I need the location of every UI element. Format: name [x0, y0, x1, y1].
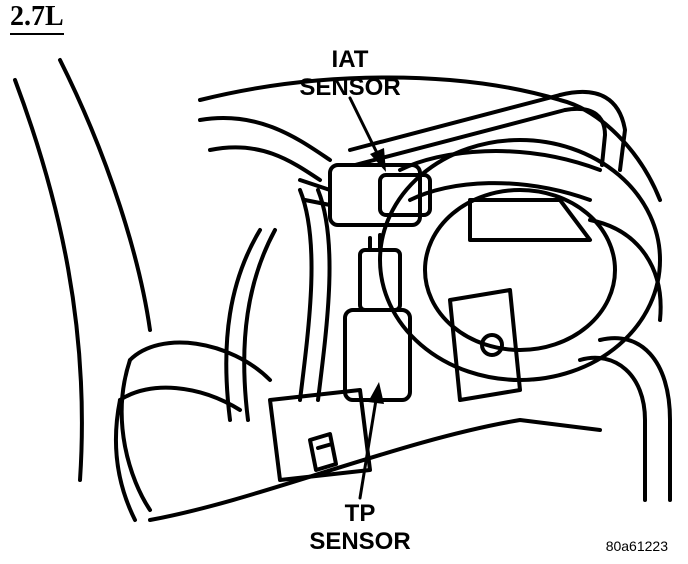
mounting-bracket — [448, 288, 522, 402]
lower-frame — [148, 418, 602, 522]
tp-callout-line2: SENSOR — [309, 528, 411, 555]
tp-sensor-leads — [368, 233, 382, 252]
engine-label: 2.7L — [10, 2, 64, 35]
lower-bolt — [308, 432, 338, 472]
iat-sensor-leads — [298, 178, 332, 207]
fan-shroud-edge — [588, 218, 663, 322]
hood-edge-left — [13, 58, 152, 482]
iat-sensor-body — [328, 163, 422, 227]
iat-leader-line — [348, 96, 380, 157]
iat-callout-line1: IAT — [331, 46, 369, 73]
intake-hose-upper — [198, 116, 332, 182]
housing-clamp — [468, 198, 592, 242]
vacuum-line-elbow — [558, 89, 627, 172]
radiator-hose-body — [114, 358, 152, 522]
figure-id: 80a61223 — [605, 538, 668, 554]
tp-callout-line1: TP — [344, 500, 376, 527]
accessory-belt — [578, 336, 672, 502]
radiator-hose-lower — [118, 340, 272, 412]
bracket-stud — [480, 333, 504, 357]
wiring-harness — [298, 188, 332, 402]
tp-leader-line — [358, 398, 378, 500]
iat-callout-line2: SENSOR — [299, 74, 401, 101]
air-duct — [398, 149, 602, 202]
iat-sensor-plug — [378, 173, 432, 217]
iat-sensor-callout: IAT SENSOR — [290, 46, 410, 102]
tp-leader-arrowhead — [368, 382, 384, 404]
throttle-body-ring — [423, 188, 617, 352]
vacuum-line — [348, 93, 567, 167]
tp-sensor-callout: TP SENSOR — [300, 500, 420, 556]
fender-edge-top — [198, 75, 662, 202]
lower-bracket — [268, 388, 372, 482]
iat-leader-arrowhead — [370, 148, 386, 172]
wiring-harness-branch — [224, 228, 277, 422]
